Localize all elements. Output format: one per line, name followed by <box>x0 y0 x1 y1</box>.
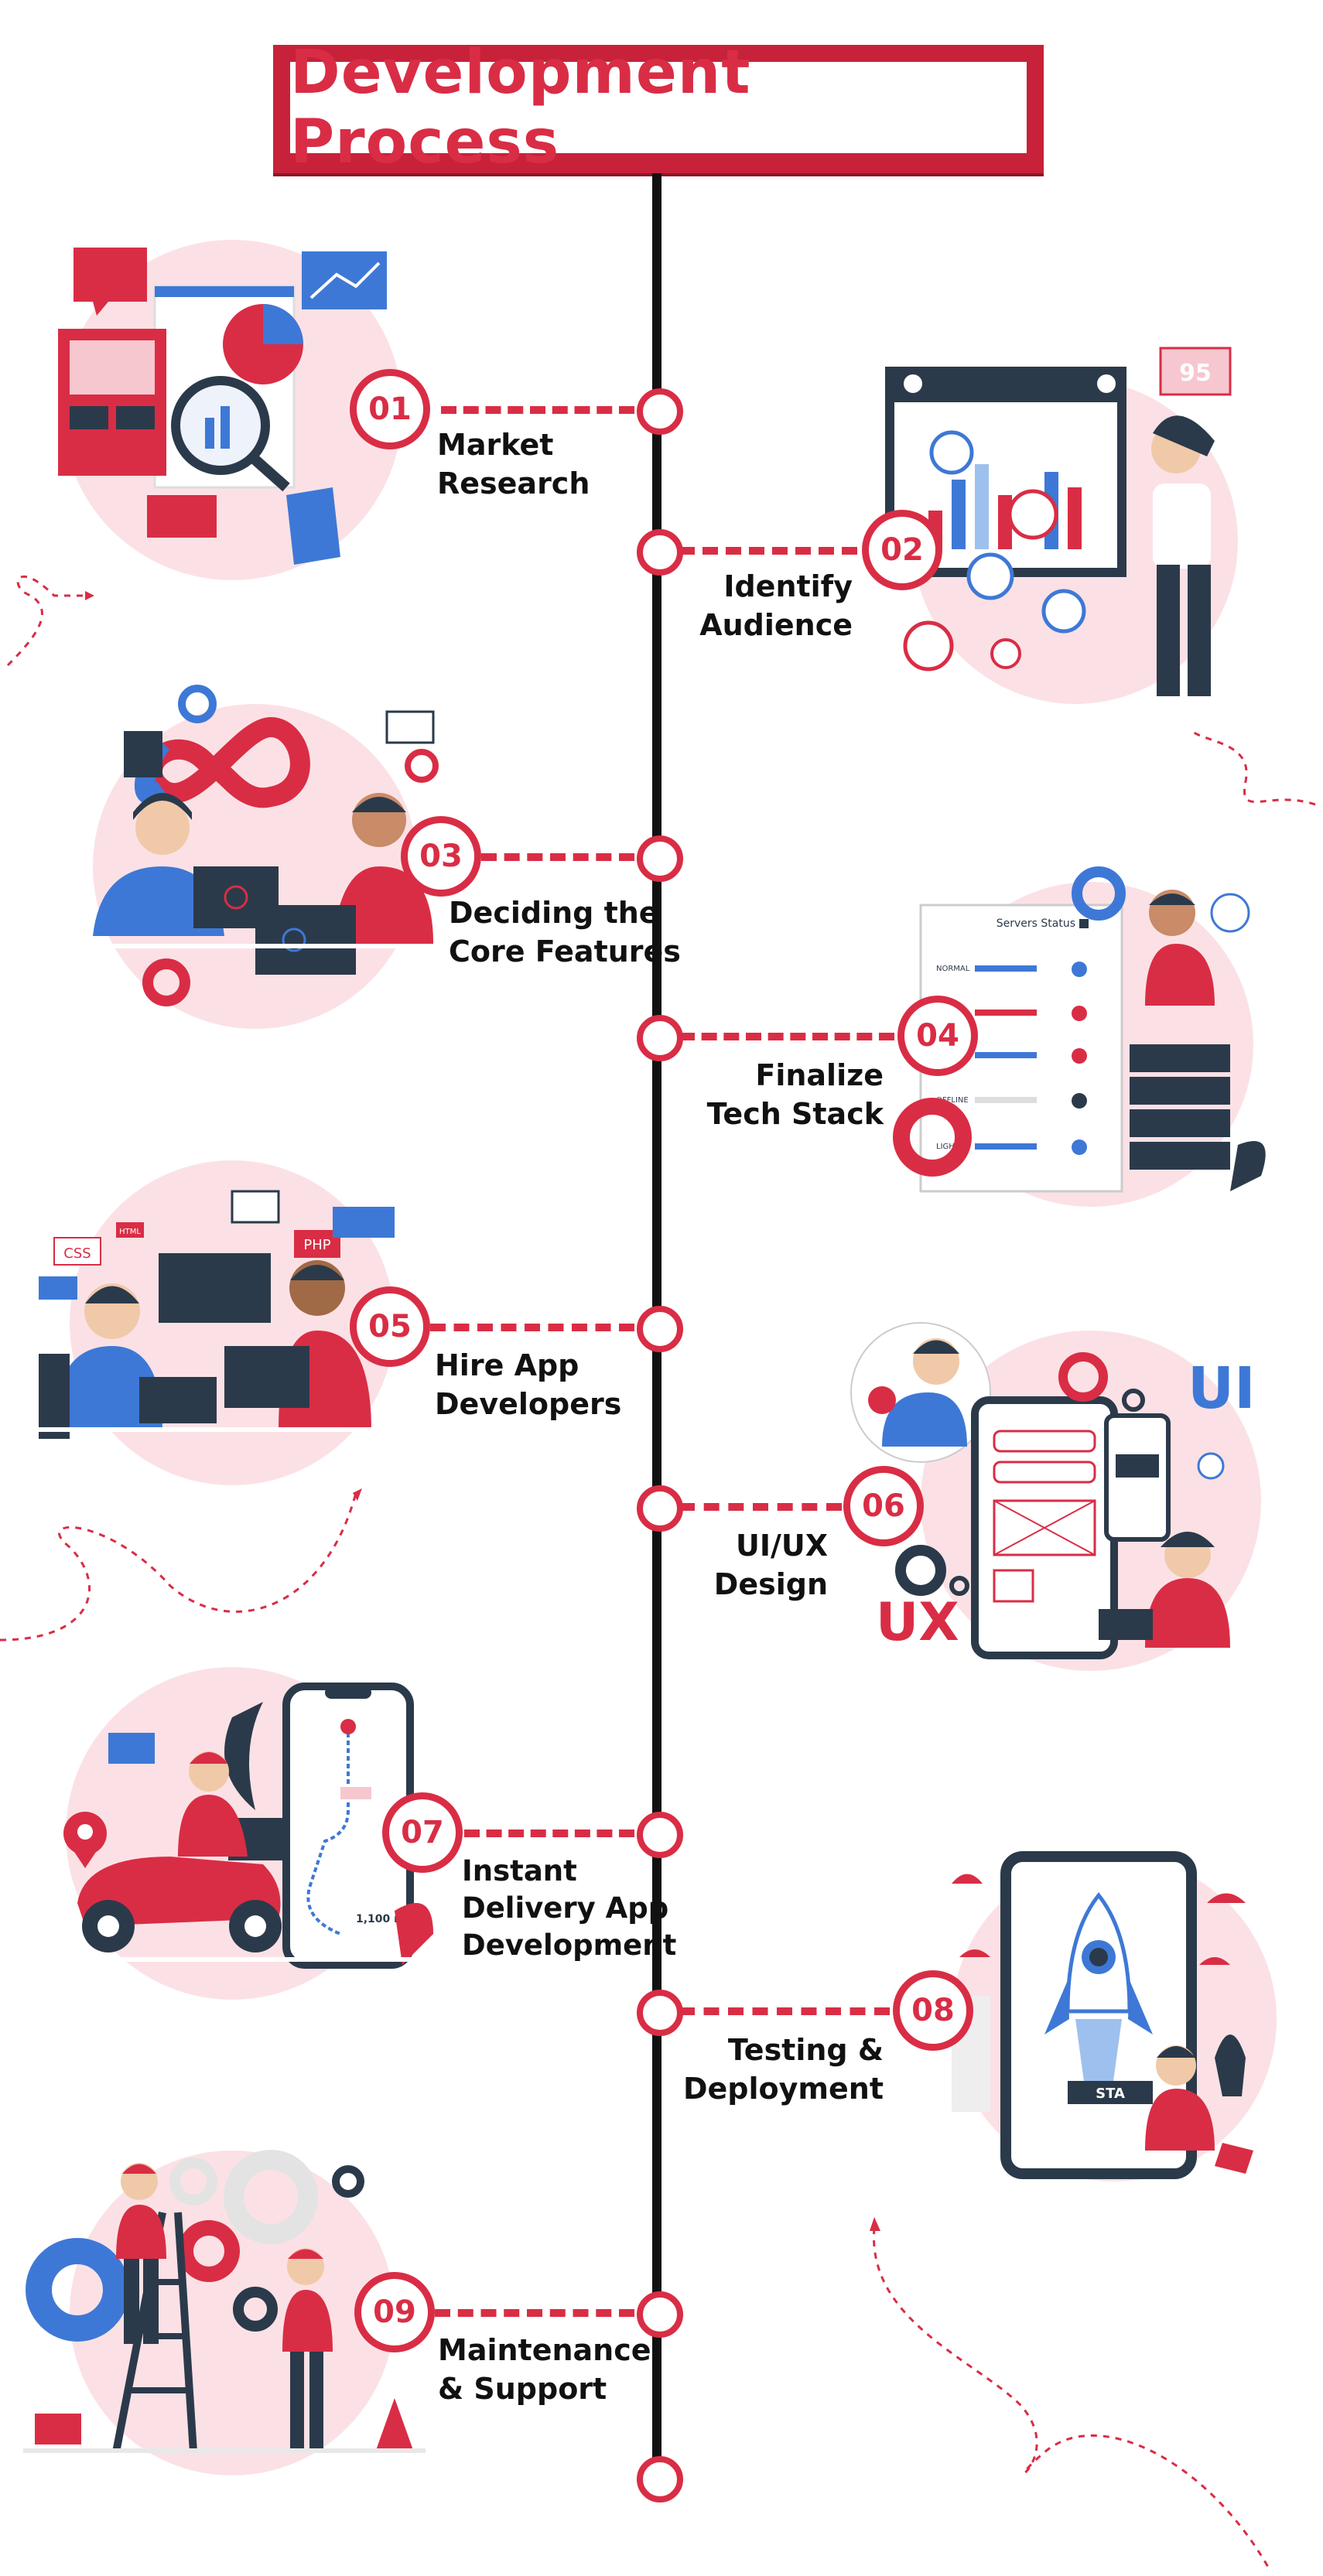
step-label-09: Maintenance & Support <box>438 2331 651 2408</box>
timeline-node-03 <box>637 835 683 882</box>
step-label-01-line2: Research <box>437 466 590 501</box>
timeline-end-node <box>637 2456 683 2503</box>
step-number-05: 05 <box>350 1286 430 1367</box>
tag-css: CSS <box>63 1245 91 1262</box>
server-row-light: LIGHT <box>936 1143 960 1151</box>
step-label-03-line1: Deciding the <box>449 896 659 930</box>
step-label-03-line2: Core Features <box>449 934 681 969</box>
step-label-02-line2: Audience <box>699 608 853 642</box>
connector-06 <box>679 1503 842 1511</box>
timeline-node-09 <box>637 2291 683 2338</box>
connector-05 <box>430 1324 634 1331</box>
step-number-03: 03 <box>401 816 481 897</box>
illustration-identify-audience: 95 <box>885 347 1238 704</box>
connector-07 <box>464 1830 634 1837</box>
step-label-05-line1: Hire App <box>435 1348 579 1382</box>
step-number-07: 07 <box>382 1792 463 1873</box>
swirl-1 <box>6 576 85 667</box>
timeline-node-05 <box>637 1306 683 1352</box>
step-number-01: 01 <box>350 369 430 449</box>
servers-status-title: Servers Status <box>997 917 1075 930</box>
title-banner: Development Process <box>273 38 1044 177</box>
illustration-core-features <box>85 685 441 1029</box>
swirl-4 <box>873 2227 1270 2569</box>
arrow-head-1 <box>85 591 94 600</box>
timeline-node-07 <box>637 1812 683 1858</box>
timeline-node-06 <box>637 1485 683 1532</box>
step-number-02: 02 <box>862 510 942 590</box>
ui-text: UI <box>1188 1355 1256 1422</box>
step-label-06-line1: UI/UX <box>735 1529 828 1563</box>
illustration-maintenance-support <box>23 2150 426 2475</box>
step-label-08-line2: Deployment <box>682 2072 884 2106</box>
timeline-node-01 <box>637 388 683 435</box>
timeline-node-08 <box>637 1990 683 2036</box>
distance-readout: 1,100 m <box>356 1913 405 1925</box>
step-label-05: Hire App Developers <box>435 1346 621 1423</box>
step-label-08-line1: Testing & <box>727 2033 884 2067</box>
connector-09 <box>435 2309 634 2317</box>
connector-04 <box>679 1033 894 1040</box>
step-label-09-line1: Maintenance <box>438 2333 651 2367</box>
step-label-04: Finalize Tech Stack <box>673 1056 884 1133</box>
step-label-07-line1: Instant <box>462 1854 577 1888</box>
timeline-node-04 <box>637 1015 683 1061</box>
page-title: Development Process <box>290 38 751 177</box>
illustration-testing-deployment: STA <box>952 1851 1277 2181</box>
swirl-2 <box>1191 729 1316 806</box>
step-number-08: 08 <box>893 1970 973 2051</box>
tag-php: PHP <box>303 1237 330 1253</box>
step-label-05-line2: Developers <box>435 1387 622 1421</box>
step-label-04-line1: Finalize <box>755 1058 884 1092</box>
illustration-hire-developers: CSS PHP HTML <box>31 1160 395 1485</box>
arrow-head-3 <box>353 1488 362 1501</box>
step-label-02: Identify Audience <box>673 567 853 644</box>
step-number-04: 04 <box>897 996 978 1076</box>
step-number-06: 06 <box>843 1466 924 1546</box>
step-label-09-line2: & Support <box>438 2372 607 2406</box>
step-number-09: 09 <box>354 2272 435 2352</box>
title-banner-inner: Development Process <box>290 38 1027 177</box>
step-label-07-line2: Delivery App <box>462 1891 669 1925</box>
score-badge: 95 <box>1179 360 1212 387</box>
server-row-offline: OFFLINE <box>936 1096 969 1105</box>
ux-text: UX <box>876 1592 959 1653</box>
step-label-02-line1: Identify <box>723 569 853 603</box>
connector-01 <box>441 406 634 414</box>
step-label-04-line2: Tech Stack <box>706 1097 884 1131</box>
step-label-01-line1: Market <box>437 428 554 462</box>
step-label-01: Market Research <box>437 425 590 503</box>
step-label-07: Instant Delivery App Development <box>462 1853 676 1964</box>
illustration-uiux-design: UI UX <box>850 1322 1261 1671</box>
connector-08 <box>679 2007 890 2015</box>
tag-html: HTML <box>119 1228 141 1236</box>
connector-02 <box>679 547 857 555</box>
server-row-normal: NORMAL <box>936 965 970 973</box>
illustration-delivery-app: 1,100 m <box>54 1667 433 2000</box>
step-label-03: Deciding the Core Features <box>449 893 681 971</box>
connector-03 <box>481 853 634 861</box>
step-label-06-line2: Design <box>713 1567 828 1601</box>
illustration-market-research <box>58 240 402 580</box>
step-label-06: UI/UX Design <box>673 1526 828 1604</box>
step-label-07-line3: Development <box>462 1929 677 1962</box>
step-label-08: Testing & Deployment <box>673 2031 884 2108</box>
swirl-3 <box>0 1492 357 1642</box>
rocket-start-label: STA <box>1096 2086 1125 2102</box>
arrow-head-4 <box>870 2217 880 2231</box>
